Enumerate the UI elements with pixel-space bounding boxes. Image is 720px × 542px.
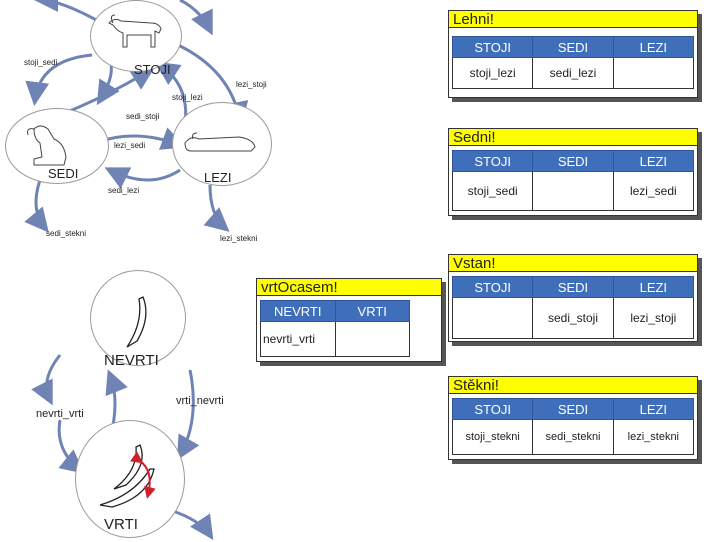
edge-label-sedi-stoji: sedi_stoji (126, 112, 160, 121)
node-label-nevrti: NEVRTI (104, 352, 159, 369)
cell-lezi (612, 57, 695, 89)
arrow-lezi-stekni (203, 184, 230, 232)
node-label-sedi: SEDI (48, 166, 79, 181)
node-label-lezi: LEZI (204, 170, 232, 185)
arrow-stoji-out-left (34, 0, 101, 24)
node-lezi (172, 102, 272, 186)
header-sedi: SEDI (532, 398, 614, 420)
panel-lehni: Lehni! STOJI SEDI LEZI stoji_lezi sedi_l… (448, 10, 702, 102)
edge-label-lezi-stoji: lezi_stoji (236, 80, 267, 89)
header-lezi: LEZI (612, 36, 695, 58)
header-lezi: LEZI (612, 276, 695, 298)
edge-label-lezi-sedi: lezi_sedi (114, 141, 146, 150)
panel-title-sedni: Sedni! (448, 128, 698, 146)
table-vstan: STOJI SEDI LEZI sedi_stoji lezi_stoji (451, 276, 695, 339)
header-stoji: STOJI (451, 276, 534, 298)
arrow-lezi-to-sedi (104, 167, 181, 189)
table-stekni: STOJI SEDI LEZI stoji_stekni sedi_stekni… (451, 398, 695, 455)
cell-lezi: lezi_stoji (612, 297, 695, 339)
dog-lying-icon (184, 132, 256, 152)
cell-sedi: sedi_stekni (532, 419, 614, 455)
cell-nevrti: nevrti_vrti (260, 321, 336, 357)
table-lehni: STOJI SEDI LEZI stoji_lezi sedi_lezi (451, 36, 695, 89)
panel-sedni: Sedni! STOJI SEDI LEZI stoji_sedi lezi_s… (448, 128, 702, 220)
cell-sedi (532, 171, 614, 211)
edge-label-stoji-lezi: stoji_lezi (172, 93, 203, 102)
header-sedi: SEDI (532, 36, 614, 58)
header-lezi: LEZI (612, 398, 695, 420)
panel-vrtocasem: vrtOcasem! NEVRTI VRTI nevrti_vrti (256, 278, 446, 366)
edge-label-stoji-sedi: stoji_sedi (24, 58, 58, 67)
panel-title-stekni: Stěkni! (448, 376, 698, 394)
cell-vrti (334, 321, 410, 357)
arrow-stoji-to-sedi-outer (25, 53, 93, 106)
cell-lezi: lezi_stekni (612, 419, 695, 455)
cell-sedi: sedi_lezi (532, 57, 614, 89)
cell-stoji: stoji_stekni (451, 419, 534, 455)
node-nevrti (90, 270, 186, 366)
edge-label-nevrti-vrti-outer: nevrti_vrti (36, 408, 84, 420)
node-vrti (75, 420, 185, 538)
arrow-stoji-out-right (179, 0, 213, 36)
dog-standing-icon (108, 14, 162, 48)
cell-sedi: sedi_stoji (532, 297, 614, 339)
header-stoji: STOJI (451, 398, 534, 420)
cell-stoji: stoji_lezi (451, 57, 534, 89)
header-stoji: STOJI (451, 36, 534, 58)
edge-label-lezi-stekni: lezi_stekni (220, 234, 258, 243)
header-vrti: VRTI (334, 300, 410, 322)
node-stoji (90, 0, 182, 72)
dog-sitting-icon (27, 125, 67, 166)
tail-still-icon (126, 296, 147, 348)
panel-stekni: Stěkni! STOJI SEDI LEZI stoji_stekni sed… (448, 376, 702, 464)
header-lezi: LEZI (612, 150, 695, 172)
table-vrtocasem: NEVRTI VRTI nevrti_vrti (260, 300, 410, 357)
panel-title-vrtocasem: vrtOcasem! (256, 278, 442, 296)
edge-label-vrti-nevrti: vrti_nevrti (176, 395, 224, 407)
arrow-sedi-stekni (24, 179, 49, 233)
header-nevrti: NEVRTI (260, 300, 336, 322)
header-sedi: SEDI (532, 276, 614, 298)
panel-vstan: Vstan! STOJI SEDI LEZI sedi_stoji lezi_s… (448, 254, 702, 346)
header-stoji: STOJI (451, 150, 534, 172)
arrow-nevrti-out (31, 354, 62, 406)
arrow-nevrti-to-vrti (177, 369, 200, 461)
edge-label-sedi-lezi: sedi_lezi (108, 186, 140, 195)
node-label-vrti: VRTI (104, 516, 138, 533)
cell-stoji (451, 297, 534, 339)
table-sedni: STOJI SEDI LEZI stoji_sedi lezi_sedi (451, 150, 695, 211)
tail-wagging-icon (99, 444, 156, 508)
panel-title-vstan: Vstan! (448, 254, 698, 272)
cell-stoji: stoji_sedi (451, 171, 534, 211)
edge-label-sedi-stekni: sedi_stekni (46, 229, 87, 238)
header-sedi: SEDI (532, 150, 614, 172)
cell-lezi: lezi_sedi (612, 171, 695, 211)
node-label-stoji: STOJI (134, 62, 171, 77)
panel-title-lehni: Lehni! (448, 10, 698, 28)
node-sedi (5, 108, 109, 184)
